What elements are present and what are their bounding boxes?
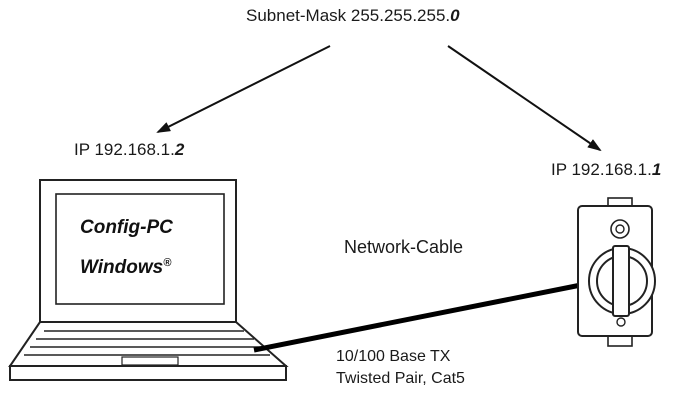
cable-spec: 10/100 Base TX Twisted Pair, Cat5 [336, 346, 465, 390]
network-cable [253, 281, 587, 353]
device-ip-last-octet: 1 [651, 160, 662, 179]
subnet-mask-prefix: Subnet-Mask 255.255.255. [246, 6, 451, 25]
arrow-to-pc [156, 45, 331, 133]
subnet-mask-label: Subnet-Mask 255.255.255.0 [246, 6, 460, 26]
cable-spec-line2: Twisted Pair, Cat5 [336, 370, 465, 387]
device-icon [577, 197, 656, 347]
pc-ip-prefix: IP 192.168.1. [74, 140, 175, 159]
pc-ip-label: IP 192.168.1.2 [74, 140, 184, 160]
device-ip-label: IP 192.168.1.1 [551, 160, 661, 180]
cable-spec-line1: 10/100 Base TX [336, 348, 451, 365]
device-ip-prefix: IP 192.168.1. [551, 160, 652, 179]
pc-name-line2: Windows® [80, 257, 171, 279]
arrow-to-device [447, 45, 602, 152]
pc-ip-last-octet: 2 [174, 140, 185, 159]
pc-os-name: Windows [80, 257, 164, 278]
pc-name-line1: Config-PC [80, 217, 173, 238]
network-cable-label: Network-Cable [344, 237, 464, 257]
subnet-mask-last-octet: 0 [450, 6, 460, 25]
laptop-icon [8, 179, 289, 381]
registered-mark: ® [163, 257, 172, 269]
